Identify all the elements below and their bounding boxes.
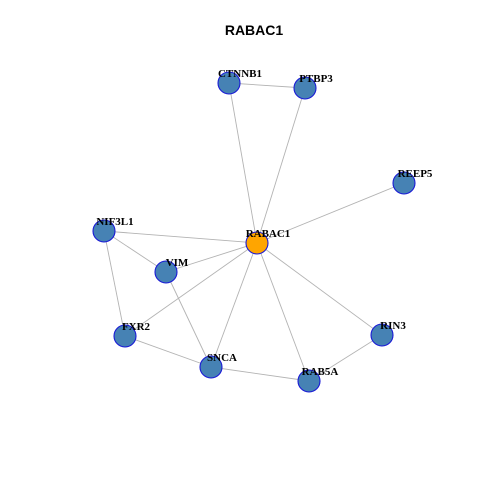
node-fxr2[interactable] (113, 324, 137, 348)
edge-ctnnb1-rabac1 (228, 82, 258, 244)
node-rabac1[interactable] (245, 231, 269, 255)
node-label-ctnnb1: CTNNB1 (218, 68, 262, 80)
edge-vim-snca (165, 271, 212, 368)
node-reep5[interactable] (392, 171, 416, 195)
node-vim[interactable] (154, 260, 178, 284)
node-label-rin3: RIN3 (380, 320, 406, 332)
edge-snca-rabac1 (210, 242, 258, 368)
node-snca[interactable] (199, 355, 223, 379)
node-label-rabac1: RABAC1 (246, 228, 291, 240)
node-label-rab5a: RAB5A (302, 366, 339, 378)
edge-ptbp3-rabac1 (256, 87, 306, 244)
node-ptbp3[interactable] (293, 76, 317, 100)
edge-reep5-rabac1 (256, 182, 405, 244)
edge-ctnnb1-ptbp3 (228, 82, 306, 89)
edge-vim-rabac1 (165, 242, 258, 273)
edge-nif3l1-fxr2 (103, 230, 126, 337)
node-label-reep5: REEP5 (398, 168, 433, 180)
node-label-fxr2: FXR2 (122, 321, 151, 333)
node-label-ptbp3: PTBP3 (299, 73, 333, 85)
node-rin3[interactable] (370, 323, 394, 347)
edge-rin3-rabac1 (256, 242, 383, 336)
node-rab5a[interactable] (297, 369, 321, 393)
graph-title: RABAC1 (225, 22, 284, 38)
nodes-layer (92, 71, 416, 393)
node-label-nif3l1: NIF3L1 (96, 216, 133, 228)
edges-layer (103, 82, 405, 382)
edge-rab5a-rin3 (308, 334, 383, 382)
node-label-vim: VIM (166, 257, 189, 269)
edge-nif3l1-vim (103, 230, 167, 273)
edge-fxr2-rabac1 (124, 242, 258, 337)
edge-snca-rab5a (210, 366, 310, 382)
edge-rab5a-rabac1 (256, 242, 310, 382)
node-label-snca: SNCA (207, 352, 237, 364)
node-ctnnb1[interactable] (217, 71, 241, 95)
edge-nif3l1-rabac1 (103, 230, 258, 244)
node-nif3l1[interactable] (92, 219, 116, 243)
edge-fxr2-snca (124, 335, 212, 368)
